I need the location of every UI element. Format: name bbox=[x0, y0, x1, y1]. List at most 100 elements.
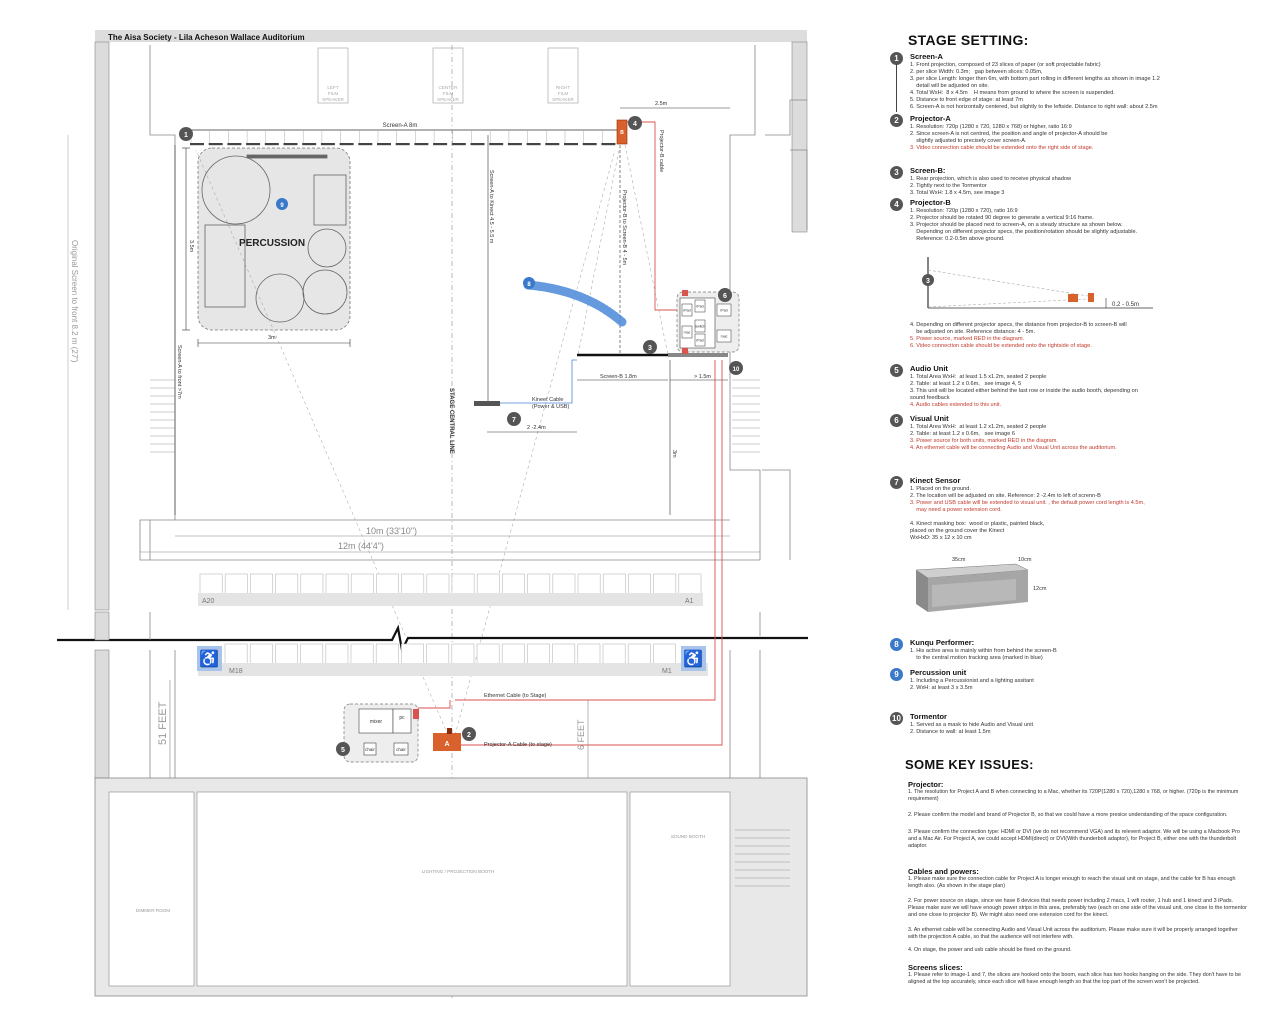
visual-device bbox=[716, 329, 732, 343]
stage-item-line: 1. Served as a mask to hide Audio and Vi… bbox=[910, 722, 1034, 728]
stage-item-lines: 1. Resolution: 720p (1280 x 720), ratio … bbox=[910, 208, 1165, 243]
seat bbox=[476, 573, 500, 595]
pc bbox=[392, 708, 412, 734]
percussion-instruments bbox=[201, 154, 348, 323]
speaker-center-l3: SPEAKER bbox=[437, 97, 459, 102]
film-speakers bbox=[317, 47, 579, 104]
stage-item-line: 6. Screen-A is not horizontally centered… bbox=[910, 104, 1158, 110]
visual-device-label: iPad bbox=[720, 309, 727, 313]
screen-a-slice bbox=[339, 143, 354, 146]
marker-8-badge bbox=[523, 277, 535, 289]
kinect-cable bbox=[500, 359, 577, 404]
wheelchair-left-icon bbox=[197, 646, 222, 671]
pc-label: pc bbox=[399, 715, 405, 721]
stage-item-line: 2. Tightly next to the Tormentor bbox=[910, 183, 987, 189]
stage-item-badge: 4 bbox=[890, 198, 903, 211]
seat bbox=[426, 573, 450, 595]
seat bbox=[628, 573, 651, 595]
stage-item-badge: 10 bbox=[890, 712, 903, 725]
stage-item-line: 2. Distance to wall: at least 1.5m bbox=[910, 729, 991, 735]
seat bbox=[350, 643, 374, 665]
screen-a-slice bbox=[246, 143, 261, 146]
speaker-left-l2: FILM bbox=[328, 91, 339, 96]
width-12m: 12m (44'4") bbox=[338, 541, 384, 551]
screen-a-slice bbox=[395, 143, 410, 146]
stage-item-line bbox=[910, 514, 1165, 521]
speaker-right-l2: FILM bbox=[558, 91, 569, 96]
seat bbox=[224, 573, 248, 595]
chair-2 bbox=[393, 742, 409, 756]
screen-a-label: Screen-A 8m bbox=[383, 123, 418, 129]
screen-a-slice bbox=[358, 143, 373, 146]
projector-a-cable-label: Projector-A Cable (to stage) bbox=[484, 742, 552, 748]
seat bbox=[401, 573, 425, 595]
wheelchair-left-glyph: ♿ bbox=[199, 649, 219, 668]
screen-a-slice bbox=[283, 143, 298, 146]
box-dim-h: 12cm bbox=[1033, 586, 1047, 592]
projector-a bbox=[433, 733, 461, 751]
visual-device-label: iPad bbox=[696, 305, 703, 309]
visual-device bbox=[694, 299, 706, 313]
dim-2-5m: 2.5m bbox=[655, 101, 668, 107]
stage-item-badge: 2 bbox=[890, 114, 903, 127]
seat bbox=[375, 643, 399, 665]
stage-item-title: Projector-B bbox=[910, 198, 951, 207]
screen-a-slice bbox=[564, 143, 578, 146]
lighting-booth-label: LIGHTING / PROJECTION BOOTH bbox=[422, 869, 495, 874]
seat bbox=[401, 643, 424, 665]
seat bbox=[602, 643, 626, 665]
stage-item-line: Depending on different projector specs, … bbox=[910, 229, 1138, 235]
stage-item-lines: 1. Rear projection, which is also used t… bbox=[910, 176, 1165, 197]
seat-m1: M1 bbox=[662, 668, 672, 675]
stage-item-line: 1. Including a Percussionist and a light… bbox=[910, 678, 1034, 684]
stage-item-line: 4. Total WxH: 8 x 4.5m H means from grou… bbox=[910, 90, 1115, 96]
seat bbox=[501, 643, 525, 665]
stage-outline bbox=[139, 45, 808, 561]
issue-paragraph: 1. The resolution for Project A and B wh… bbox=[908, 789, 1239, 802]
percussion-area bbox=[197, 147, 351, 331]
stage-item-title: Audio Unit bbox=[910, 364, 948, 373]
stage-item-line: 3. per slice Length: longer then 6m, wit… bbox=[910, 76, 1160, 82]
marker-6: 6 bbox=[723, 293, 727, 300]
visual-device-label: mac bbox=[684, 331, 691, 335]
screen-a-slice bbox=[377, 143, 391, 146]
stage-item-line: 2. Table: at least 1.2 x 0.6m, see image… bbox=[910, 381, 1022, 387]
speaker-right-l1: RIGHT bbox=[556, 85, 570, 90]
ethernet-cable bbox=[455, 360, 716, 701]
projection-cones bbox=[195, 144, 669, 736]
markers: 1 4 3 6 10 7 2 5 bbox=[179, 116, 743, 756]
seat-a1: A1 bbox=[685, 598, 694, 605]
stage-item-title: Tormentor bbox=[910, 712, 947, 721]
screen-a-slice bbox=[526, 143, 541, 146]
seat bbox=[602, 573, 626, 595]
marker-4: 4 bbox=[633, 121, 637, 128]
stage-item-line: slightly adjusted to precisely cover scr… bbox=[910, 138, 1027, 144]
lighting-booth bbox=[196, 791, 628, 987]
original-screen-label: Original Screen to front 8.2 m (27') bbox=[70, 240, 79, 363]
percussion-label: PERCUSSION bbox=[239, 238, 305, 249]
projector-b-cable bbox=[625, 121, 680, 311]
seat bbox=[527, 643, 550, 665]
seat bbox=[350, 573, 374, 595]
feet-51: 51 FEET bbox=[157, 701, 169, 745]
seat bbox=[224, 643, 248, 665]
stage-item-lines: 1. Including a Percussionist and a light… bbox=[910, 678, 1165, 692]
seat bbox=[250, 573, 273, 595]
dim-projector-b: Projector-B to Screen-B 4 - 5m bbox=[621, 190, 627, 266]
stage-item-title: Projector-A bbox=[910, 114, 951, 123]
projector-a-cable bbox=[460, 360, 723, 746]
ethernet-cable-label: Ethernet Cable (to Stage) bbox=[484, 693, 547, 699]
seat bbox=[275, 643, 298, 665]
mixer-label: mixer bbox=[370, 719, 383, 725]
projector-b bbox=[616, 119, 628, 145]
stage-item-title: Kunqu Performer: bbox=[910, 638, 975, 647]
stage-item-line: to the central motion tracking area (mar… bbox=[910, 655, 1043, 661]
stage-item-line: 2. Table: at least 1.2 x 0.6m, see image… bbox=[910, 431, 1015, 437]
sound-booth-label: SOUND BOOTH bbox=[671, 834, 705, 839]
tormentor bbox=[668, 353, 728, 357]
seat-row-back-base bbox=[198, 663, 708, 676]
projector-b-diagram: 3 0.2 - 0.5m bbox=[922, 257, 1153, 309]
visual-device-label: mac bbox=[721, 335, 728, 339]
dim-3m-percussion: 3m bbox=[268, 335, 276, 341]
diagram-marker-3: 3 bbox=[926, 278, 930, 285]
